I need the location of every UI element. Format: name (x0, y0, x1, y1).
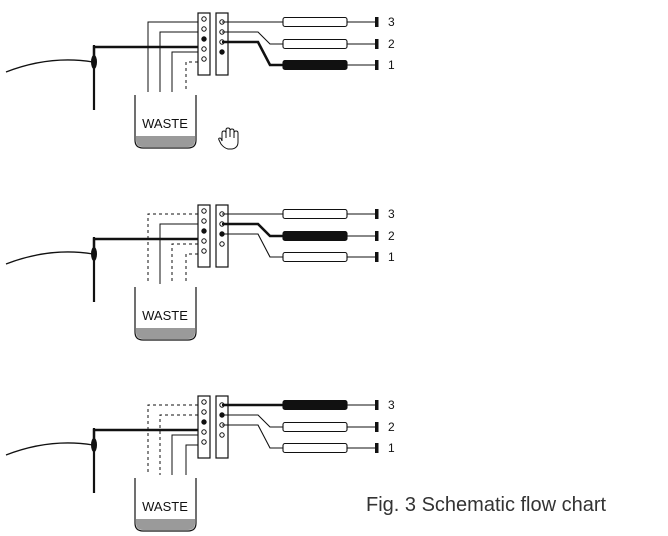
active-tube (282, 399, 348, 411)
input-tubing (5, 442, 94, 456)
tube (282, 251, 348, 263)
tube (282, 421, 348, 433)
valve-port (219, 241, 225, 247)
waste-container (134, 478, 197, 532)
valve-port (219, 432, 225, 438)
waste-line (147, 213, 198, 284)
output-label: 1 (388, 58, 395, 72)
valve-port (201, 208, 207, 214)
valve-port (201, 56, 207, 62)
hand-cursor-icon (218, 127, 239, 150)
output-label: 1 (388, 441, 395, 455)
waste-line (147, 21, 198, 92)
waste-line (171, 243, 198, 284)
waste-line (159, 223, 198, 284)
tube (282, 38, 348, 50)
collector-marker (375, 231, 379, 241)
panel-1: WASTE 3 2 1 (5, 12, 395, 149)
waste-container (134, 95, 197, 149)
output-label: 1 (388, 250, 395, 264)
waste-container (134, 287, 197, 341)
input-tubing (5, 251, 94, 265)
valve-port (201, 228, 207, 234)
waste-line (171, 51, 198, 92)
outlet-line (222, 424, 283, 449)
output-label: 3 (388, 15, 395, 29)
valve-port (201, 26, 207, 32)
outlet-line (222, 233, 283, 258)
figure-caption: Fig. 3 Schematic flow chart (366, 494, 607, 516)
waste-line (171, 434, 198, 475)
valve-port (201, 46, 207, 52)
valve-port (201, 248, 207, 254)
input-tubing (5, 59, 94, 73)
valve-port (201, 238, 207, 244)
active-tube (282, 230, 348, 242)
valve-port (201, 409, 207, 415)
valve-port (201, 419, 207, 425)
collector-marker (375, 252, 379, 262)
waste-label: WASTE (142, 116, 188, 131)
valve-port (201, 429, 207, 435)
collector-marker (375, 209, 379, 219)
feed-line (92, 428, 204, 445)
waste-liquid (136, 328, 195, 339)
valve-port (201, 399, 207, 405)
waste-line (147, 404, 198, 475)
output-label: 2 (388, 420, 395, 434)
output-label: 2 (388, 229, 395, 243)
output-label: 3 (388, 207, 395, 221)
output-label: 3 (388, 398, 395, 412)
valve-port (201, 218, 207, 224)
tube (282, 208, 348, 220)
active-tube (282, 59, 348, 71)
valve-port (201, 36, 207, 42)
valve-port (201, 16, 207, 22)
waste-liquid (136, 136, 195, 147)
collector-marker (375, 443, 379, 453)
tube (282, 442, 348, 454)
waste-line (185, 444, 198, 475)
valve-port (201, 439, 207, 445)
collector-marker (375, 422, 379, 432)
panel-3: WASTE 3 2 1 (5, 395, 395, 532)
waste-line (159, 414, 198, 475)
outlet-line (222, 414, 283, 428)
valve-block-left (197, 12, 211, 76)
waste-label: WASTE (142, 308, 188, 323)
waste-liquid (136, 519, 195, 530)
outlet-line (222, 40, 283, 67)
valve-block-left (197, 395, 211, 459)
valve-port (219, 49, 225, 55)
collector-marker (375, 60, 379, 70)
waste-line (185, 253, 198, 284)
waste-line (159, 31, 198, 92)
outlet-line (222, 222, 283, 238)
waste-line (185, 61, 198, 92)
feed-line (92, 237, 204, 254)
waste-label: WASTE (142, 499, 188, 514)
panel-2: WASTE 3 2 1 (5, 204, 395, 341)
output-label: 2 (388, 37, 395, 51)
collector-marker (375, 400, 379, 410)
collector-marker (375, 39, 379, 49)
collector-marker (375, 17, 379, 27)
tube (282, 16, 348, 28)
feed-line (92, 45, 204, 62)
outlet-line (222, 31, 283, 45)
valve-block-left (197, 204, 211, 268)
